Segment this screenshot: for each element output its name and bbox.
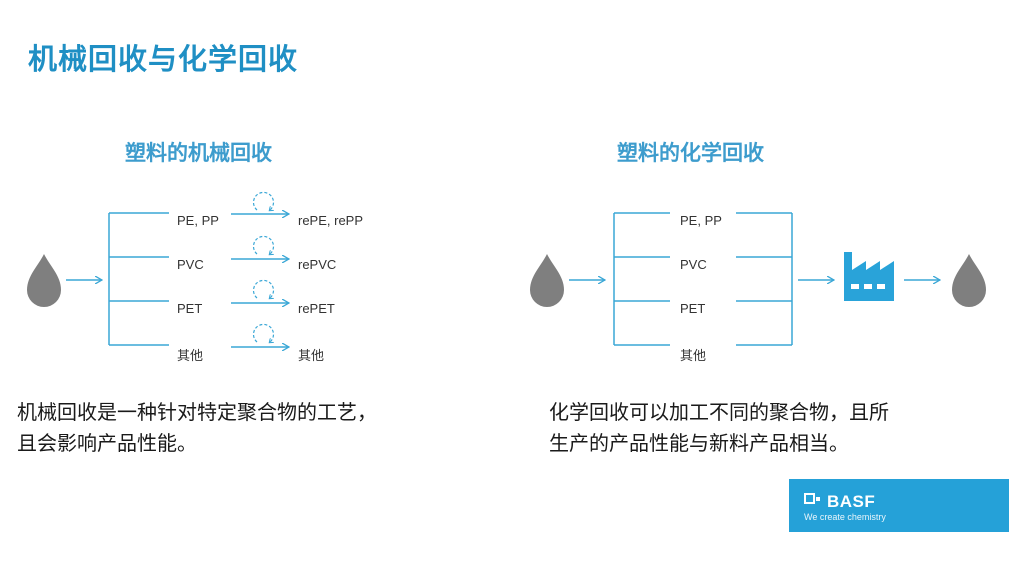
chem-input-1: PE, PP [680,213,722,228]
right-box [613,212,793,346]
recycle-loop-icon-1 [252,191,274,210]
mech-input-3: PET [177,301,203,316]
mech-desc-line1: 机械回收是一种针对特定聚合物的工艺， [17,400,377,424]
drop-icon-left-input [27,254,61,307]
mechanical-subtitle: 塑料的机械回收 [125,141,272,165]
recycle-loop-icon-3 [252,279,274,298]
left-bracket [108,212,169,346]
mech-input-1: PE, PP [177,213,219,228]
mech-input-4: 其他 [177,348,204,363]
logo-name: BASF [827,492,876,511]
basf-logo-dot-icon [816,497,820,501]
drop-icon-right-output [952,254,986,307]
chem-input-4: 其他 [680,348,707,363]
mech-output-4: 其他 [298,348,325,363]
chemical-subtitle: 塑料的化学回收 [617,141,764,165]
drop-icon-right-input [530,254,564,307]
recycle-loop-icon-4 [252,323,273,342]
mech-output-1: rePE, rePP [298,213,364,228]
logo-tagline: We create chemistry [804,512,886,522]
mech-input-2: PVC [177,257,204,272]
mech-output-2: rePVC [298,257,337,272]
mech-desc-line2: 且会影响产品性能。 [17,431,197,455]
basf-logo-square-icon [804,493,815,504]
basf-logo: BASF We create chemistry [789,479,1009,532]
recycle-loop-icon-2 [252,235,274,254]
page-title: 机械回收与化学回收 [28,42,299,76]
chem-desc-line2: 生产的产品性能与新料产品相当。 [549,431,849,455]
chem-description: 化学回收可以加工不同的聚合物，且所 生产的产品性能与新料产品相当。 [549,397,889,459]
factory-icon [844,252,894,301]
chem-input-3: PET [680,301,706,316]
chem-desc-line1: 化学回收可以加工不同的聚合物，且所 [549,400,889,424]
mech-description: 机械回收是一种针对特定聚合物的工艺， 且会影响产品性能。 [17,397,377,459]
chem-input-2: PVC [680,257,707,272]
mech-output-3: rePET [298,301,335,316]
